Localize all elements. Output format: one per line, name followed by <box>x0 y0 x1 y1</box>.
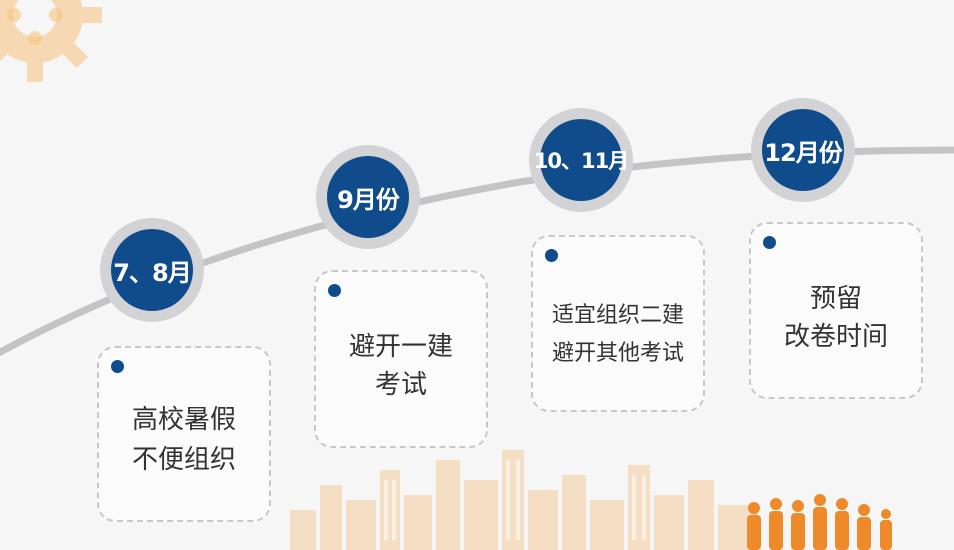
card-line: 适宜组织二建 <box>551 303 684 328</box>
card-line: 高校暑假 <box>131 405 236 435</box>
card-line: 避开一建 <box>348 332 453 362</box>
city-skyline-icon <box>290 450 758 550</box>
business-people-icon <box>747 494 892 550</box>
milestone-card: 预留 改卷时间 <box>749 222 923 399</box>
milestone-label: 10、11月 <box>534 119 629 201</box>
milestone-circle: 9月份 <box>316 145 420 249</box>
milestone-circle: 12月份 <box>751 98 855 202</box>
milestone-card: 避开一建 考试 <box>314 270 488 448</box>
card-text: 预留 改卷时间 <box>751 280 921 356</box>
milestone-card: 高校暑假 不便组织 <box>97 346 271 522</box>
milestone-card: 适宜组织二建 避开其他考试 <box>531 235 705 412</box>
bullet-dot <box>763 236 776 249</box>
bullet-dot <box>545 249 558 262</box>
card-line: 不便组织 <box>131 445 236 475</box>
bullet-dot <box>328 284 341 297</box>
gear-icon <box>0 0 102 82</box>
bullet-dot <box>111 360 124 373</box>
card-text: 适宜组织二建 避开其他考试 <box>533 297 703 373</box>
milestone-circle: 7、8月 <box>100 218 204 322</box>
milestone-label: 7、8月 <box>111 229 193 311</box>
milestone-label: 9月份 <box>327 156 409 238</box>
milestone-label: 12月份 <box>762 109 844 191</box>
card-text: 避开一建 考试 <box>316 328 486 404</box>
card-text: 高校暑假 不便组织 <box>99 400 269 480</box>
card-line: 考试 <box>374 370 427 400</box>
card-line: 预留 <box>809 284 862 314</box>
milestone-circle: 10、11月 <box>529 108 633 212</box>
card-line: 改卷时间 <box>783 322 888 352</box>
card-line: 避开其他考试 <box>551 341 684 366</box>
